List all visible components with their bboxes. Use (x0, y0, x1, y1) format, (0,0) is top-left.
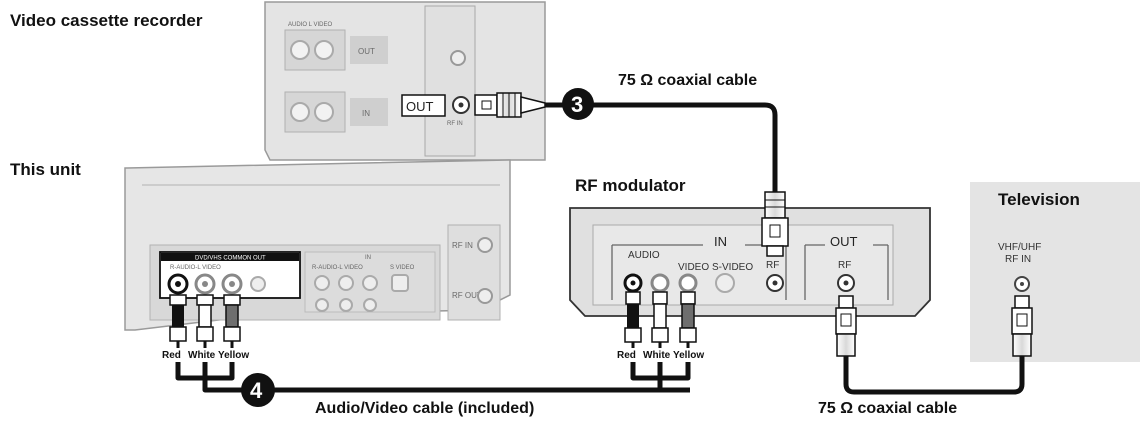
vcr-av-label: AUDIO L VIDEO (288, 22, 332, 28)
vcr-coax-plug (474, 92, 546, 118)
coax-cable-3 (545, 102, 778, 195)
unit-rf-out-label: RF OUT (452, 291, 482, 300)
av-cable-4 (175, 362, 691, 393)
tv-rf-in-plug (1011, 295, 1033, 357)
unit-title: This unit (10, 160, 81, 179)
vcr-out-badge-text: OUT (358, 47, 375, 56)
unit-in-sub: R-AUDIO-L VIDEO (312, 265, 363, 271)
step-3-number: 3 (571, 92, 583, 117)
television-panel: Television VHF/UHF RF IN (970, 182, 1140, 362)
vcr-rf-in-jack (450, 50, 466, 66)
modulator-title: RF modulator (575, 176, 686, 195)
common-out-sub: R-AUDIO-L VIDEO (170, 265, 221, 271)
unit-plug-label-white: White (188, 350, 216, 361)
mod-plug-label-red: Red (617, 350, 636, 361)
tv-input-line1: VHF/UHF (998, 242, 1041, 253)
coax-cable-bottom (843, 356, 1025, 395)
unit-rf-in-jack (477, 237, 493, 253)
mod-av-plugs (624, 291, 697, 348)
vcr-in-badge-text: IN (362, 109, 370, 118)
unit-svideo-label: S VIDEO (390, 265, 415, 271)
mod-plug-label-yellow: Yellow (673, 350, 704, 361)
tv-input-line2: RF IN (1005, 254, 1031, 265)
vcr-video-in-jack (314, 102, 334, 122)
unit-plug-label-red: Red (162, 350, 181, 361)
vcr-video-jack (314, 40, 334, 60)
unit-plug-red (169, 294, 187, 342)
coax-label-top: 75 Ω coaxial cable (618, 72, 757, 89)
mod-rf-in-label: RF (766, 260, 779, 271)
step-4-number: 4 (250, 378, 263, 403)
mod-out-label: OUT (830, 234, 858, 249)
vcr-title: Video cassette recorder (10, 11, 203, 30)
mod-plug-label-white: White (643, 350, 671, 361)
vcr-out-callout-text: OUT (406, 99, 434, 114)
vcr-rf-label: RF IN (447, 121, 463, 127)
mod-audio-l-jack (650, 273, 670, 293)
step-badge-4: 4 (241, 373, 275, 407)
vcr-audio-jack (290, 40, 310, 60)
coax-label-bottom: 75 Ω coaxial cable (818, 400, 957, 417)
mod-audio-label: AUDIO (628, 250, 660, 261)
vcr-out-callout: OUT (401, 94, 446, 117)
mod-video-label: VIDEO (678, 262, 709, 273)
mod-svideo-jack (715, 273, 735, 293)
unit-rf-in-label: RF IN (452, 241, 473, 250)
unit-plug-yellow (223, 294, 241, 342)
mod-in-label: IN (714, 234, 727, 249)
vcr-in-badge (350, 98, 388, 126)
step-badge-3: 3 (562, 88, 594, 120)
unit-rf-out-jack (477, 288, 493, 304)
unit-plug-white (196, 294, 214, 342)
tv-title: Television (998, 190, 1080, 209)
unit-av-plugs (169, 294, 241, 348)
unit-plug-label-yellow: Yellow (218, 350, 249, 361)
vcr-out-badge (350, 36, 388, 64)
mod-svideo-label: S-VIDEO (712, 262, 753, 273)
av-cable-label: Audio/Video cable (included) (315, 400, 534, 417)
common-out-header: DVD/VHS COMMON OUT (195, 256, 266, 262)
vcr-audio-in-jack (290, 102, 310, 122)
mod-rf-out-plug (835, 295, 857, 357)
vcr-rear-panel: AUDIO L VIDEO OUT IN RF IN (264, 1, 546, 161)
rf-modulator: IN AUDIO VIDEO S-VIDEO RF OUT RF (569, 207, 931, 317)
unit-in-header: IN (365, 255, 371, 261)
mod-rf-in-plug (761, 191, 789, 257)
unit-rear-panel: DVD/VHS COMMON OUT R-AUDIO-L VIDEO IN R-… (124, 159, 511, 331)
mod-video-jack (678, 273, 698, 293)
mod-rf-out-label: RF (838, 260, 851, 271)
